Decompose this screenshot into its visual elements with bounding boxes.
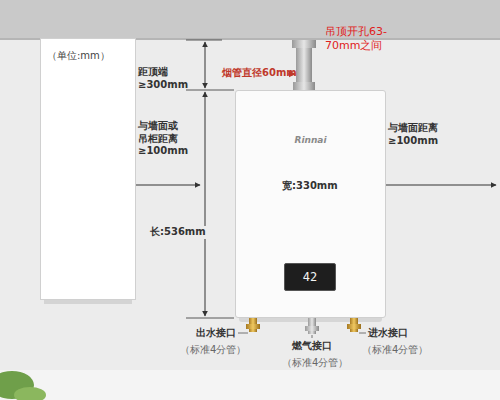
extension-line: [186, 40, 222, 41]
clearance-line: [381, 185, 496, 186]
port-name: 进水接口: [368, 327, 408, 340]
port-spec: （标准4分管）: [362, 344, 428, 357]
dimension-line: [205, 92, 206, 316]
ceiling-hole-note: 吊顶开孔63-70mm之间: [325, 25, 387, 53]
leader-line: [238, 333, 248, 334]
leader-line: [359, 333, 366, 334]
floor-area: [0, 370, 500, 400]
display-panel: 42: [284, 263, 336, 291]
port-name: 燃气接口: [292, 340, 332, 353]
plant: [0, 371, 46, 400]
dimension-line: [205, 42, 206, 88]
extension-line: [186, 318, 234, 319]
clearance-text: 与墙面或 吊柜距离 ≥100mm: [138, 120, 188, 158]
port-name: 出水接口: [196, 327, 236, 340]
dimension-text: 距顶端 ≥300mm: [138, 66, 188, 91]
leader-line: [312, 335, 313, 338]
flue-collar: [292, 40, 316, 48]
dimension-text: 长:536mm: [150, 226, 206, 239]
water-heater: Rinnai 42: [235, 90, 386, 318]
node-text: Rinnai: [236, 91, 385, 145]
clearance-text: 与墙面距离 ≥100mm: [388, 122, 438, 147]
pipe-diameter-note: 烟管直径60mm: [222, 67, 297, 80]
ceiling: [0, 0, 500, 38]
clearance-line: [130, 185, 200, 186]
port-spec: （标准4分管）: [180, 344, 246, 357]
extension-line: [186, 90, 234, 91]
node-text: 42: [285, 264, 335, 284]
dimension-text: 宽:330mm: [280, 180, 340, 193]
port-spec: （标准4分管）: [282, 357, 348, 370]
node-text: （单位:mm）: [41, 39, 135, 63]
fittings: [246, 318, 361, 334]
wall-cabinet: （单位:mm）: [40, 38, 136, 300]
